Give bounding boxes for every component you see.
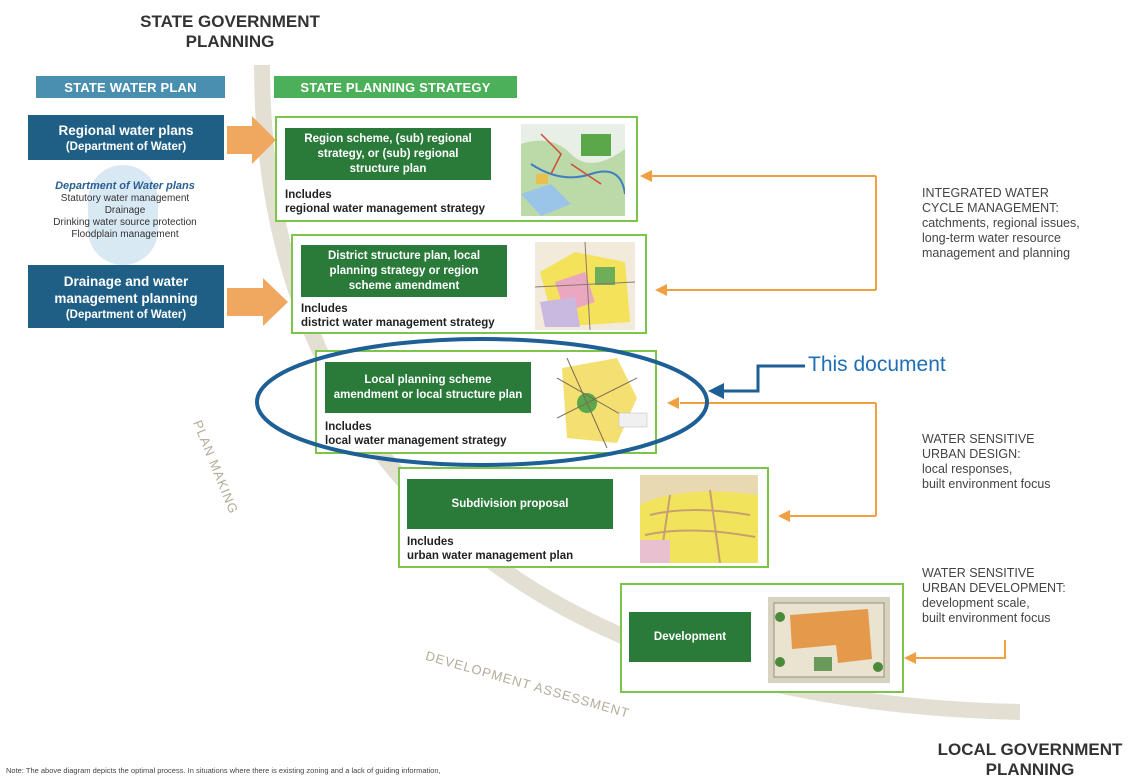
stage-title: Local planning scheme amendment or local…: [325, 362, 531, 413]
dow-plans-title: Department of Water plans: [55, 180, 195, 192]
department-of-water-plans: Department of Water plans Statutory wate…: [20, 180, 230, 241]
stage-includes: Includes urban water management plan: [407, 536, 574, 562]
stage-includes: Includes regional water management strat…: [285, 189, 486, 215]
state-government-heading: STATE GOVERNMENT PLANNING: [140, 12, 320, 51]
development-site-image: [768, 597, 890, 683]
stage-region-scheme: Region scheme, (sub) regional strategy, …: [275, 116, 638, 222]
stage-includes: Includes district water management strat…: [301, 303, 495, 329]
stage-district-structure-plan: District structure plan, local planning …: [291, 234, 647, 334]
stage-title: Development: [629, 612, 751, 662]
water-sensitive-urban-development-text: WATER SENSITIVE URBAN DEVELOPMENT: devel…: [922, 566, 1066, 625]
highlight-ellipse: [255, 337, 709, 467]
footnote: Note: The above diagram depicts the opti…: [6, 766, 441, 775]
regional-water-plans-box: Regional water plans (Department of Wate…: [28, 115, 224, 160]
stage-title: District structure plan, local planning …: [301, 245, 507, 297]
water-sensitive-urban-design-text: WATER SENSITIVE URBAN DESIGN: local resp…: [922, 432, 1051, 491]
stage-title: Region scheme, (sub) regional strategy, …: [285, 128, 491, 180]
arrow-drainage-to-district: [227, 278, 288, 326]
local-government-heading: LOCAL GOVERNMENT PLANNING: [937, 740, 1123, 779]
dow-plans-backdrop: [88, 165, 158, 265]
state-water-plan-header: STATE WATER PLAN: [36, 76, 225, 98]
arrow-regional-to-region-scheme: [227, 116, 276, 164]
subdivision-map-image: [640, 475, 758, 563]
local-structure-map-image: [557, 358, 651, 448]
callout-arrow: [722, 364, 805, 393]
stage-title: Subdivision proposal: [407, 479, 613, 529]
state-planning-strategy-header: STATE PLANNING STRATEGY: [274, 76, 517, 98]
regional-map-image: [521, 124, 625, 216]
stage-development: Development: [620, 583, 904, 693]
this-document-label: This document: [808, 353, 946, 376]
stage-local-planning-scheme: Local planning scheme amendment or local…: [315, 350, 657, 454]
drainage-water-management-box: Drainage and water management planning (…: [28, 265, 224, 328]
stage-subdivision-proposal: Subdivision proposal Includes urban wate…: [398, 467, 769, 568]
district-map-image: [535, 242, 635, 330]
stage-includes: Includes local water management strategy: [325, 421, 507, 447]
integrated-water-cycle-text: INTEGRATED WATER CYCLE MANAGEMENT: catch…: [922, 186, 1080, 260]
